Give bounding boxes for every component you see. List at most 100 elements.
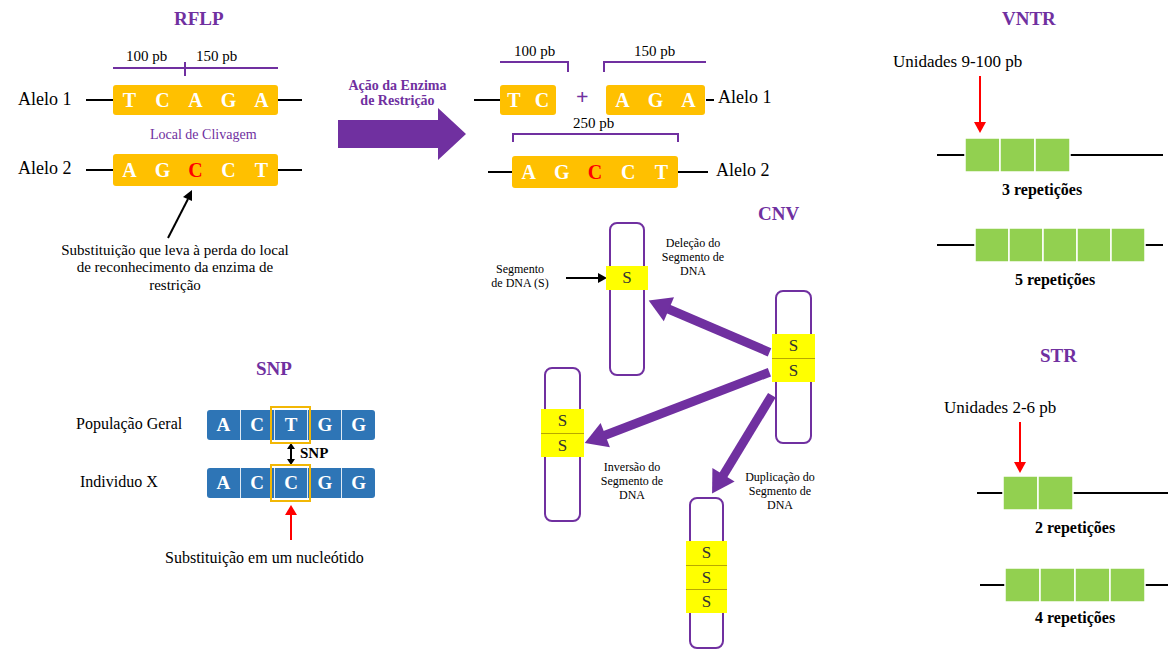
repeat-unit	[1000, 138, 1035, 172]
unit-size: Unidades 2-6 pb	[944, 398, 1056, 418]
connector-line	[721, 395, 772, 478]
nucleotide-base: A	[113, 154, 146, 186]
nucleotide-base: G	[212, 85, 245, 115]
red-line	[290, 513, 292, 540]
connector-line	[665, 308, 770, 353]
repeat-count: 5 repetições	[1015, 270, 1095, 289]
section-title: SNP	[256, 358, 292, 381]
connector-line	[290, 448, 292, 460]
connector-arrow	[649, 297, 770, 352]
leader-line	[566, 277, 600, 279]
dna-segment: S	[686, 589, 727, 613]
connector-line	[601, 372, 769, 437]
fragment-size: 250 pb	[573, 114, 614, 132]
fragment-size: 150 pb	[196, 47, 237, 65]
repeat-unit	[1110, 568, 1145, 602]
section-title: STR	[1040, 345, 1077, 368]
dna-segment: S	[772, 358, 815, 382]
size-bracket	[604, 62, 706, 72]
nucleotide-base: C	[146, 85, 179, 115]
nucleotide-base: A	[672, 85, 705, 115]
nucleotide-base: A	[207, 410, 240, 440]
dna-segment: S	[686, 565, 727, 589]
edge-label: Inversão do Segmento de DNA	[598, 460, 666, 502]
repeat-unit	[1040, 568, 1075, 602]
dna-segment: S	[541, 433, 584, 457]
connector-arrow	[585, 372, 770, 447]
unit-size: Unidades 9-100 pb	[893, 52, 1022, 72]
arrowhead	[585, 423, 610, 447]
edge-label: Duplicação do Segmento de DNA	[742, 470, 818, 512]
nucleotide-base: C	[274, 468, 308, 498]
red-line	[1019, 422, 1021, 463]
repeat-unit	[1005, 568, 1040, 602]
allele-sequence: AGCCT	[113, 154, 278, 186]
dna-segment: S	[541, 409, 584, 433]
chromosome: SSS	[689, 497, 724, 649]
repeat-unit	[1009, 228, 1043, 262]
allele-label: Alelo 1	[718, 87, 772, 109]
repeat-array	[937, 138, 1168, 602]
nucleotide-base: G	[307, 410, 341, 440]
allele-label: Alelo 2	[18, 158, 72, 180]
dna-strand	[937, 155, 1168, 585]
nucleotide-base: G	[146, 154, 179, 186]
nucleotide-base: C	[212, 154, 245, 186]
chromosome: SS	[775, 290, 812, 444]
size-bracket	[113, 62, 278, 76]
process-arrow	[338, 108, 466, 160]
repeat-count: 4 repetições	[1035, 608, 1115, 627]
section-title: VNTR	[1002, 8, 1056, 31]
allele-label: Alelo 1	[18, 89, 72, 111]
dna-sequence: ACCGG	[207, 468, 375, 498]
dna-segment: S	[772, 334, 815, 358]
arrowhead	[1014, 462, 1026, 473]
restriction-fragment: AGA	[606, 85, 705, 115]
process-label: Ação da Enzima de Restrição	[340, 78, 455, 108]
section-title: CNV	[758, 203, 799, 226]
plus-sign: +	[576, 84, 589, 110]
red-arrow	[285, 505, 297, 540]
allele-sequence: AGCCT	[512, 156, 678, 188]
nucleotide-base: C	[240, 410, 274, 440]
section-title: RFLP	[174, 8, 224, 31]
nucleotide-base: A	[179, 85, 212, 115]
dna-segment: S	[606, 266, 648, 290]
nucleotide-base: G	[341, 468, 375, 498]
cleavage-note: Local de Clivagem	[150, 127, 257, 144]
nucleotide-base: G	[341, 410, 375, 440]
red-arrow	[974, 76, 986, 133]
arrowhead	[974, 122, 986, 133]
red-arrow	[1014, 422, 1026, 473]
arrowhead	[649, 297, 674, 321]
leader-arrow	[566, 273, 607, 283]
nucleotide-base: C	[240, 468, 274, 498]
repeat-unit	[1038, 476, 1073, 510]
arrowhead	[287, 459, 295, 465]
repeat-count: 3 repetições	[1002, 180, 1082, 199]
repeat-count: 2 repetições	[1035, 518, 1115, 537]
nucleotide-base: A	[512, 156, 545, 188]
arrowhead	[712, 468, 735, 494]
repeat-unit	[975, 228, 1009, 262]
row-label: População Geral	[76, 414, 182, 433]
segment-label: Segmento de DNA (S)	[490, 262, 550, 290]
repeat-unit	[965, 138, 1145, 602]
row-label: Individuo X	[80, 472, 158, 491]
edge-label: SNP	[300, 445, 328, 462]
leader-arrow	[168, 190, 192, 238]
repeat-unit	[1111, 228, 1145, 262]
arrowhead	[287, 443, 295, 449]
allele-sequence: TCAGA	[113, 85, 278, 115]
nucleotide-base: G	[545, 156, 578, 188]
nucleotide-base: G	[307, 468, 341, 498]
nucleotide-base: A	[606, 85, 639, 115]
nucleotide-base: T	[274, 410, 308, 440]
fragment-size: 150 pb	[634, 42, 675, 60]
size-bracket	[513, 134, 678, 142]
repeat-unit	[1035, 138, 1070, 172]
dna-sequence: ACTGG	[207, 410, 375, 440]
connector-arrow	[287, 443, 295, 465]
nucleotide-base: T	[645, 156, 678, 188]
chromosome: SS	[544, 367, 581, 522]
